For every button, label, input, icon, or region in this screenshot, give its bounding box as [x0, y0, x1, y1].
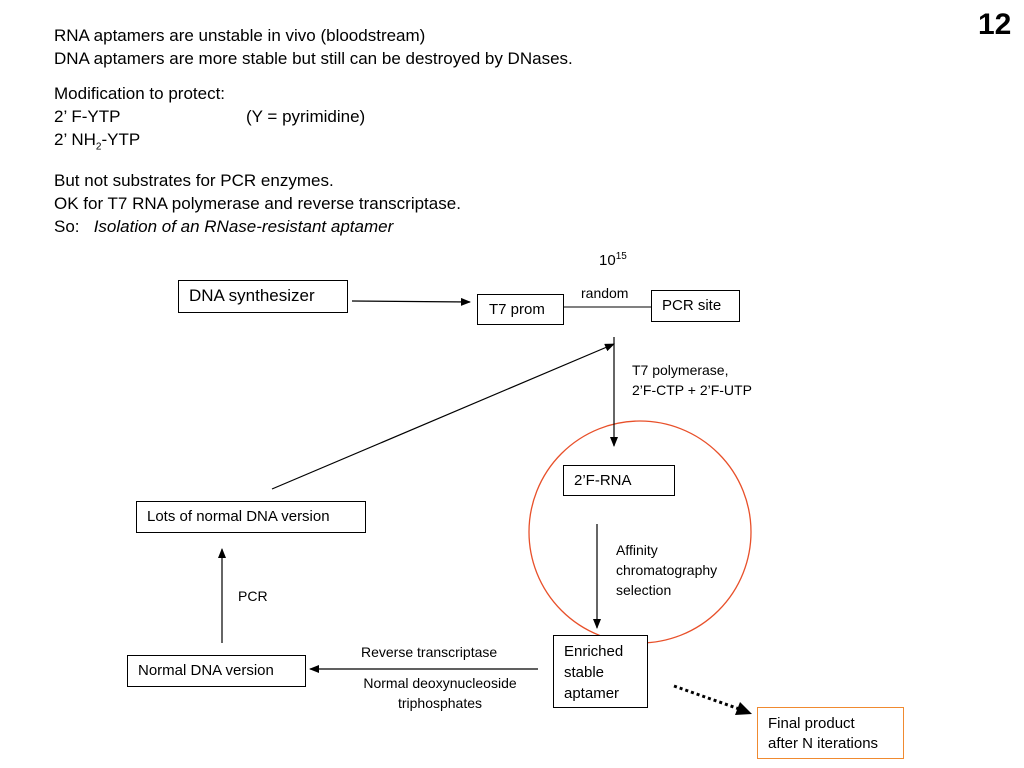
so-goal: Isolation of an RNase-resistant aptamer	[93, 217, 394, 236]
t7-step-label: T7 polymerase, 2’F-CTP + 2’F-UTP	[632, 360, 752, 400]
mod1-name: 2’ F-YTP	[54, 107, 121, 126]
intro-line-so: So: Isolation of an RNase-resistant apta…	[54, 215, 573, 238]
lots-dna-box: Lots of normal DNA version	[136, 501, 366, 533]
pcr-label: PCR	[238, 588, 268, 604]
intro-line-dna-stable: DNA aptamers are more stable but still c…	[54, 49, 573, 68]
t7-step-line2: 2’F-CTP + 2’F-UTP	[632, 382, 752, 398]
dna-synthesizer-box: DNA synthesizer	[178, 280, 348, 313]
affinity-line1: Affinity	[616, 542, 658, 558]
final-line2: after N iterations	[768, 735, 879, 752]
intro-text: RNA aptamers are unstable in vivo (blood…	[54, 24, 573, 238]
t7-prom-box: T7 prom	[477, 294, 564, 325]
normal-dna-box: Normal DNA version	[127, 655, 306, 687]
dntp-label: Normal deoxynucleoside triphosphates	[343, 673, 537, 713]
library-size-exponent: 15	[615, 251, 627, 262]
intro-line-fytp: 2’ F-YTP (Y = pyrimidine)	[54, 105, 573, 128]
amplified-to-library-arrow	[271, 343, 615, 490]
selection-circle	[528, 420, 752, 644]
enriched-line3: aptamer	[564, 685, 620, 702]
mod2-suffix: -YTP	[101, 130, 141, 149]
intro-line-ok-t7: OK for T7 RNA polymerase and reverse tra…	[54, 194, 461, 213]
mod1-note: (Y = pyrimidine)	[246, 107, 366, 126]
enriched-line1: Enriched	[564, 643, 624, 660]
intro-line-nh2ytp: 2’ NH2-YTP	[54, 128, 573, 153]
reverse-transcriptase-label: Reverse transcriptase	[361, 644, 498, 660]
final-product-dotted-arrow	[673, 684, 743, 712]
t7-step-line1: T7 polymerase,	[632, 362, 729, 378]
intro-line-modification: Modification to protect:	[54, 84, 226, 103]
slide-number: 12	[978, 8, 1012, 41]
so-label: So:	[54, 217, 80, 236]
intro-line-not-pcr: But not substrates for PCR enzymes.	[54, 171, 334, 190]
enriched-line2: stable	[564, 664, 605, 681]
final-line1: Final product	[768, 715, 855, 732]
intro-line-rna-unstable: RNA aptamers are unstable in vivo (blood…	[54, 26, 426, 45]
affinity-label: Affinity chromatography selection	[616, 540, 717, 600]
library-size-base: 10	[599, 252, 616, 269]
synth-to-t7-arrow	[351, 297, 471, 306]
random-label: random	[581, 285, 629, 301]
library-size-label: 1015	[599, 251, 627, 271]
affinity-line2: chromatography	[616, 562, 718, 578]
mod2-prefix: 2’ NH	[54, 130, 96, 149]
enriched-aptamer-box: Enriched stable aptamer	[553, 635, 648, 708]
pcr-site-box: PCR site	[651, 290, 740, 322]
final-product-arrowhead	[735, 702, 752, 715]
dntp-line2: triphosphates	[397, 695, 483, 711]
rna-box: 2’F-RNA	[563, 465, 675, 496]
final-product-box: Final product after N iterations	[757, 707, 904, 759]
affinity-line3: selection	[616, 582, 672, 598]
dntp-line1: Normal deoxynucleoside	[363, 675, 517, 691]
mod2-subscript: 2	[95, 141, 102, 153]
